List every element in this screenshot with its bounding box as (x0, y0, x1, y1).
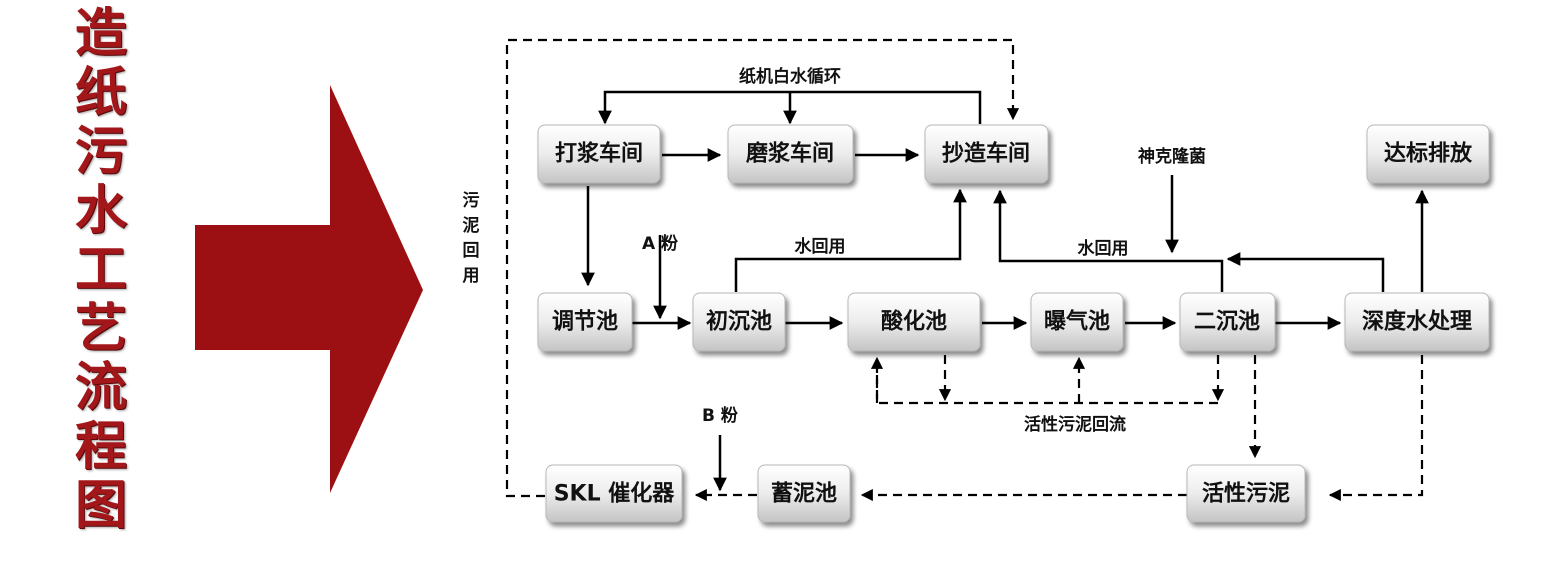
svg-text:抄造车间: 抄造车间 (942, 141, 1030, 167)
node-refining-workshop: 磨浆车间 (727, 124, 854, 184)
label-a-powder: A 粉 (642, 233, 678, 254)
node-compliant-discharge: 达标排放 (1366, 124, 1490, 184)
title-char: 程 (74, 416, 127, 477)
dashed-flow-lines (505, 38, 1424, 502)
label-sludge-reuse-char: 泥 (463, 215, 480, 236)
label-sludge-reuse: 污 泥 回 用 (463, 190, 480, 286)
node-aeration-tank: 曝气池 (1030, 292, 1124, 352)
label-sludge-reuse-char: 污 (463, 190, 480, 211)
solid-flow-lines (581, 90, 1429, 492)
svg-text:活性污泥: 活性污泥 (1202, 482, 1290, 507)
big-right-arrow-icon (195, 85, 423, 493)
node-skl-catalyst: SKL 催化器 (545, 464, 683, 523)
node-secondary-clarifier: 二沉池 (1179, 292, 1276, 352)
label-sludge-reuse-char: 回 (463, 241, 480, 261)
svg-text:调节池: 调节池 (552, 310, 618, 335)
vertical-title: 造 纸 污 水 工 艺 流 程 图 (70, 4, 132, 535)
title-char: 污 (74, 121, 127, 182)
svg-text:蓄泥池: 蓄泥池 (771, 482, 837, 507)
node-pulping-workshop: 打浆车间 (537, 124, 661, 184)
svg-text:达标排放: 达标排放 (1384, 141, 1473, 167)
label-sludge-reuse-char: 用 (463, 266, 480, 286)
title-char: 造 (74, 3, 127, 64)
svg-text:酸化池: 酸化池 (881, 309, 947, 335)
svg-text:曝气池: 曝气池 (1044, 309, 1110, 335)
title-char: 工 (74, 239, 127, 300)
node-sludge-storage-tank: 蓄泥池 (757, 464, 851, 523)
node-advanced-treatment: 深度水处理 (1344, 292, 1490, 352)
label-white-water-loop: 纸机白水循环 (739, 66, 841, 87)
label-water-reuse-2: 水回用 (1078, 238, 1129, 259)
svg-text:磨浆车间: 磨浆车间 (746, 141, 834, 167)
svg-text:深度水处理: 深度水处理 (1362, 309, 1472, 335)
title-char: 水 (74, 180, 127, 241)
svg-text:二沉池: 二沉池 (1194, 310, 1260, 335)
node-equalization-tank: 调节池 (537, 292, 633, 352)
svg-text:SKL 催化器: SKL 催化器 (554, 481, 676, 507)
label-sludge-return: 活性污泥回流 (1024, 414, 1126, 435)
title-char: 流 (74, 357, 127, 418)
node-acidification-tank: 酸化池 (847, 292, 981, 352)
svg-text:打浆车间: 打浆车间 (555, 141, 643, 167)
svg-text:初沉池: 初沉池 (706, 309, 772, 335)
node-papermaking-workshop: 抄造车间 (924, 124, 1049, 184)
node-primary-clarifier: 初沉池 (692, 292, 786, 352)
node-activated-sludge: 活性污泥 (1186, 464, 1306, 523)
title-char: 艺 (74, 298, 127, 359)
title-char: 图 (74, 475, 127, 536)
title-char: 纸 (74, 62, 127, 123)
label-shenke-bacteria: 神克隆菌 (1138, 146, 1206, 167)
label-water-reuse-1: 水回用 (795, 236, 846, 257)
label-b-powder: B 粉 (702, 405, 738, 426)
